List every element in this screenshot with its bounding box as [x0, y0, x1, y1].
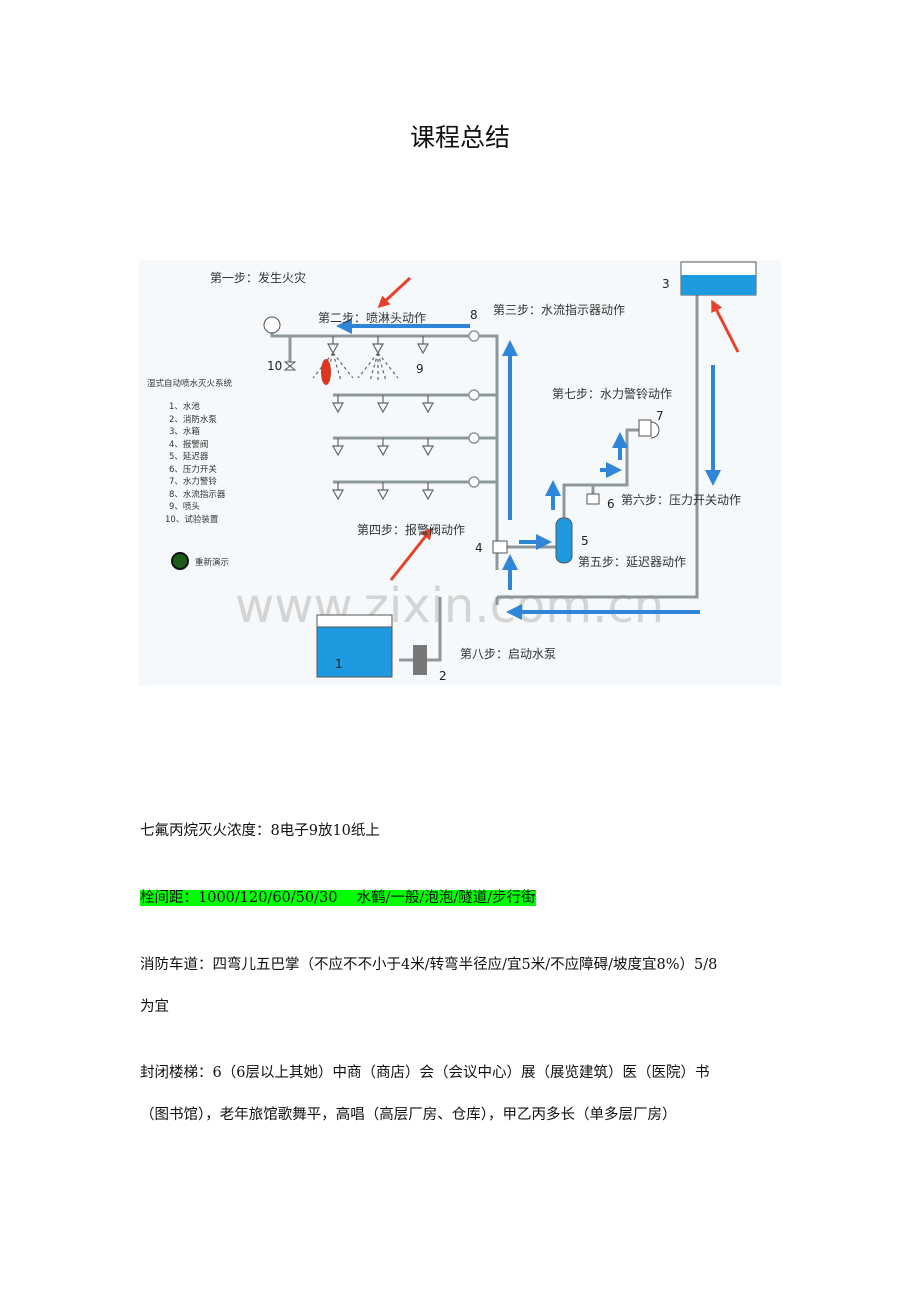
replay-label[interactable]: 重新演示 — [195, 557, 229, 568]
step-2-label: 第二步：喷淋头动作 — [318, 311, 426, 325]
water-motor-gong-icon — [638, 419, 660, 439]
pressure-switch-icon — [586, 493, 600, 505]
legend-item: 3、水箱 — [169, 426, 200, 437]
number-8: 8 — [470, 308, 478, 322]
fire-pump-icon — [413, 645, 427, 675]
legend-item: 2、消防水泵 — [169, 414, 217, 425]
legend-item: 8、水流指示器 — [169, 489, 226, 500]
paragraph-heptafluoropropane: 七氟丙烷灭火浓度：8电子9放10纸上 — [140, 823, 380, 839]
legend-item: 4、报警阀 — [169, 439, 208, 450]
legend-item: 6、压力开关 — [169, 464, 217, 475]
test-valve-icon — [283, 361, 297, 371]
step-8-label: 第八步：启动水泵 — [460, 647, 556, 661]
number-3: 3 — [662, 277, 670, 291]
step-4-label: 第四步：报警阀动作 — [357, 522, 465, 537]
paragraph-fire-lane-cont: 为宜 — [140, 999, 169, 1015]
legend-item: 1、水池 — [169, 401, 200, 412]
number-1: 1 — [335, 657, 343, 671]
fire-icon — [321, 359, 331, 385]
step-7-label: 第七步：水力警铃动作 — [552, 386, 672, 401]
retarding-chamber-icon — [555, 517, 573, 564]
watermark: www.zixin.com.cn — [235, 578, 664, 634]
legend-item: 5、延迟器 — [169, 451, 209, 462]
step-3-label: 第三步：水流指示器动作 — [493, 302, 625, 317]
step-5-label: 第五步：延迟器动作 — [578, 555, 686, 569]
number-2: 2 — [439, 669, 447, 683]
pointer-arrows — [377, 276, 740, 581]
highlighted-text: 栓间距：1000/120/60/50/30 水鹤/一般/泡泡/隧道/步行街 — [140, 890, 536, 906]
legend-item: 9、喷头 — [169, 501, 200, 512]
paragraph-enclosed-stairs-cont: （图书馆），老年旅馆歌舞平，高唱（高层厂房、仓库），甲乙丙多长（单多层厂房） — [140, 1107, 677, 1123]
diagram-background — [139, 260, 781, 686]
number-9: 9 — [416, 362, 424, 376]
number-6: 6 — [607, 497, 615, 511]
paragraph-enclosed-stairs: 封闭楼梯：6（6层以上其她）中商（商店）会（会议中心）展（展览建筑）医（医院）书 — [140, 1065, 710, 1081]
paragraph-hydrant-spacing: 栓间距：1000/120/60/50/30 水鹤/一般/泡泡/隧道/步行街 — [140, 888, 536, 908]
branch-circles — [468, 330, 480, 488]
replay-button[interactable] — [171, 552, 189, 570]
number-4: 4 — [475, 541, 483, 555]
sprinkler-heads — [312, 336, 435, 501]
sprinkler-system-diagram: www.zixin.com.cn — [139, 260, 781, 686]
legend-title: 湿式自动喷水灭火系统 — [147, 378, 233, 389]
legend-item: 10、试验装置 — [165, 514, 219, 525]
flow-arrows — [336, 318, 721, 620]
paragraph-fire-lane: 消防车道：四弯儿五巴掌（不应不不小于4米/转弯半径应/宜5米/不应障碍/坡度宜8… — [140, 957, 718, 973]
legend-item: 7、水力警铃 — [169, 476, 217, 487]
alarm-valve-icon — [492, 540, 508, 554]
number-10: 10 — [267, 359, 282, 373]
page-title: 课程总结 — [409, 123, 510, 152]
number-5: 5 — [581, 534, 589, 548]
step-1-label: 第一步：发生火灾 — [210, 270, 306, 285]
pressure-gauge-icon — [263, 316, 281, 334]
step-6-label: 第六步：压力开关动作 — [621, 493, 741, 507]
number-7: 7 — [656, 409, 664, 423]
